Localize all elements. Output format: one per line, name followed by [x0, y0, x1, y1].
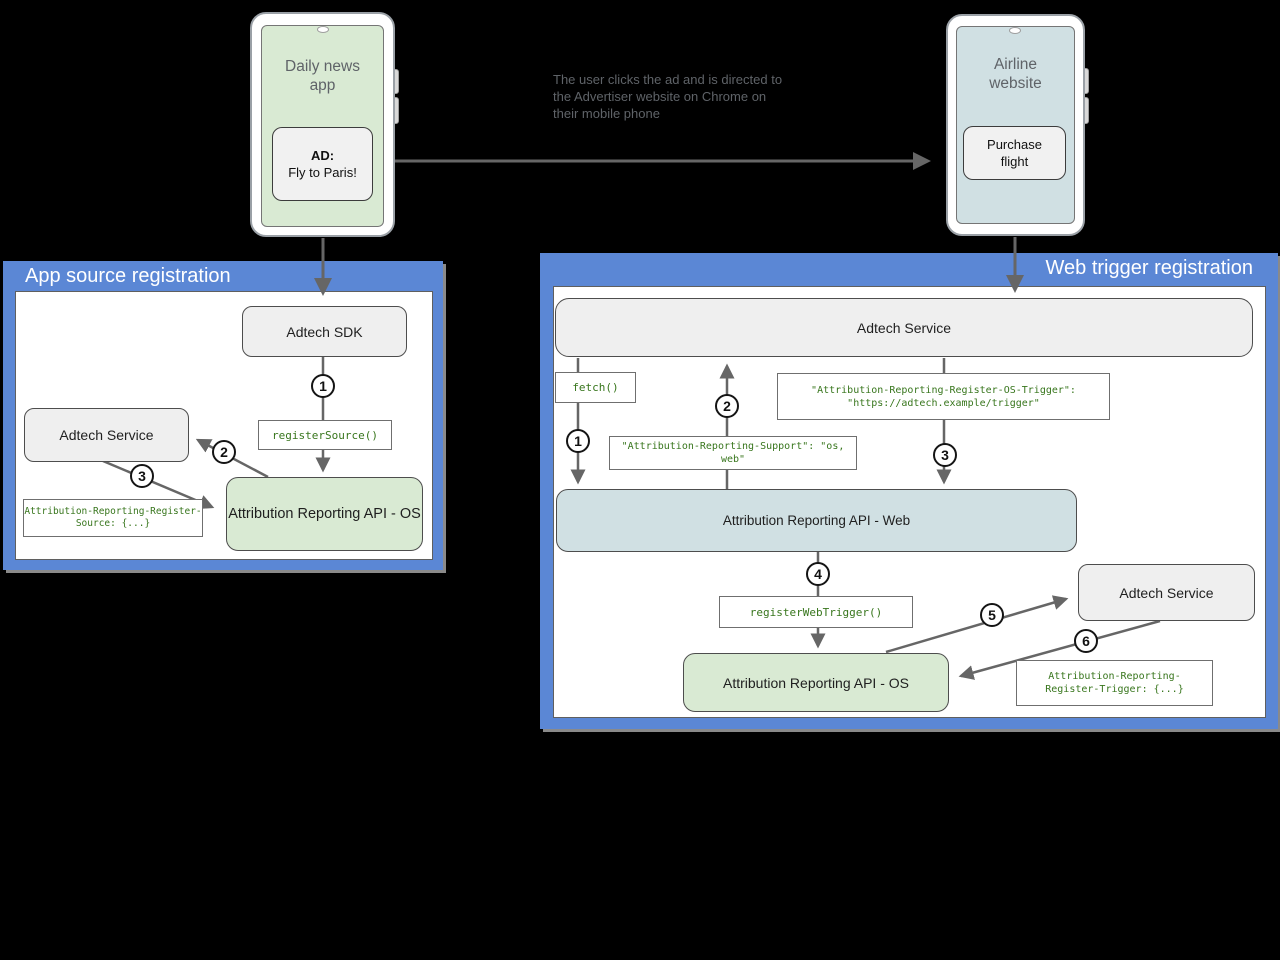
- ara-web-box: Attribution Reporting API - Web: [556, 489, 1077, 552]
- register-source-header-line1: Attribution-Reporting-Register-: [24, 506, 202, 517]
- register-trigger-header-line1: Attribution-Reporting-: [1048, 671, 1181, 682]
- register-os-trigger-header-box: "Attribution-Reporting-Register-OS-Trigg…: [777, 373, 1110, 420]
- ara-web-label: Attribution Reporting API - Web: [722, 513, 911, 528]
- ara-os-right-box: Attribution Reporting API - OS: [683, 653, 949, 712]
- step-1-right-number: 1: [574, 433, 582, 449]
- adtech-sdk-box: Adtech SDK: [242, 306, 407, 357]
- support-header-label: "Attribution-Reporting-Support": "os, we…: [621, 441, 845, 465]
- register-source-call-label: registerSource(): [272, 428, 378, 442]
- step-4-right-number: 4: [814, 566, 822, 582]
- step-2-badge-left: 2: [212, 440, 236, 464]
- arrow-step6-right: [958, 619, 1161, 680]
- phone-right-camera-icon: [1009, 27, 1021, 34]
- phone-right-site-name: Airline website: [989, 56, 1042, 92]
- adtech-service-right-box: Adtech Service: [1078, 564, 1255, 621]
- register-web-trigger-call-label: registerWebTrigger(): [749, 605, 883, 619]
- adtech-service-left-box: Adtech Service: [24, 408, 189, 462]
- register-os-trigger-header-line1: "Attribution-Reporting-Register-OS-Trigg…: [811, 384, 1076, 396]
- adtech-service-top-label: Adtech Service: [856, 319, 952, 336]
- adtech-service-left-label: Adtech Service: [59, 427, 154, 443]
- register-source-call-box: registerSource(): [258, 420, 392, 450]
- support-header-box: "Attribution-Reporting-Support": "os, we…: [609, 436, 857, 470]
- register-trigger-header-line2: Register-Trigger: {...}: [1045, 684, 1184, 695]
- purchase-flight-button[interactable]: Purchase flight: [963, 126, 1066, 180]
- step-4-badge-right: 4: [806, 562, 830, 586]
- step-3-badge-left: 3: [130, 464, 154, 488]
- ad-banner-title: AD:: [310, 148, 335, 163]
- step-1-left-number: 1: [319, 378, 327, 394]
- register-trigger-header-box: Attribution-Reporting- Register-Trigger:…: [1016, 660, 1213, 706]
- step-1-badge-right: 1: [566, 429, 590, 453]
- ara-os-right-label: Attribution Reporting API - OS: [723, 674, 909, 691]
- register-web-trigger-call-box: registerWebTrigger(): [719, 596, 913, 628]
- fetch-call-label: fetch(): [572, 381, 619, 394]
- fetch-call-box: fetch(): [555, 372, 636, 403]
- phone-left-app-name: Daily news app: [285, 58, 360, 94]
- phone-left-camera-icon: [317, 26, 329, 33]
- adtech-sdk-label: Adtech SDK: [286, 323, 363, 340]
- step-5-badge-right: 5: [980, 603, 1004, 627]
- arrow-step5-right: [885, 595, 1069, 654]
- register-source-header-box: Attribution-Reporting-Register- Source: …: [23, 499, 203, 537]
- web-trigger-panel-title: Web trigger registration: [1045, 257, 1254, 279]
- adtech-service-right-label: Adtech Service: [1119, 584, 1214, 601]
- step-3-left-number: 3: [138, 468, 146, 484]
- phone-right-screen: [956, 26, 1075, 224]
- app-source-panel-title: App source registration: [25, 265, 231, 287]
- register-source-header-line2: Source: {...}: [75, 518, 151, 529]
- step-2-left-number: 2: [220, 444, 228, 460]
- ad-banner[interactable]: AD: Fly to Paris!: [272, 127, 373, 201]
- step-2-right-number: 2: [723, 398, 731, 414]
- step-6-right-number: 6: [1082, 633, 1090, 649]
- step-2-badge-right: 2: [715, 394, 739, 418]
- ad-banner-text: Fly to Paris!: [288, 165, 357, 180]
- adtech-service-top-box: Adtech Service: [555, 298, 1253, 357]
- ara-os-left-box: Attribution Reporting API - OS: [226, 477, 423, 551]
- step-1-badge-left: 1: [311, 374, 335, 398]
- click-annotation: The user clicks the ad and is directed t…: [553, 72, 783, 121]
- step-6-badge-right: 6: [1074, 629, 1098, 653]
- ara-os-left-label: Attribution Reporting API - OS: [228, 506, 421, 522]
- register-os-trigger-header-line2: "https://adtech.example/trigger": [847, 397, 1040, 409]
- step-3-badge-right: 3: [933, 443, 957, 467]
- step-5-right-number: 5: [988, 607, 996, 623]
- step-3-right-number: 3: [941, 447, 949, 463]
- purchase-flight-label: Purchase flight: [987, 137, 1042, 169]
